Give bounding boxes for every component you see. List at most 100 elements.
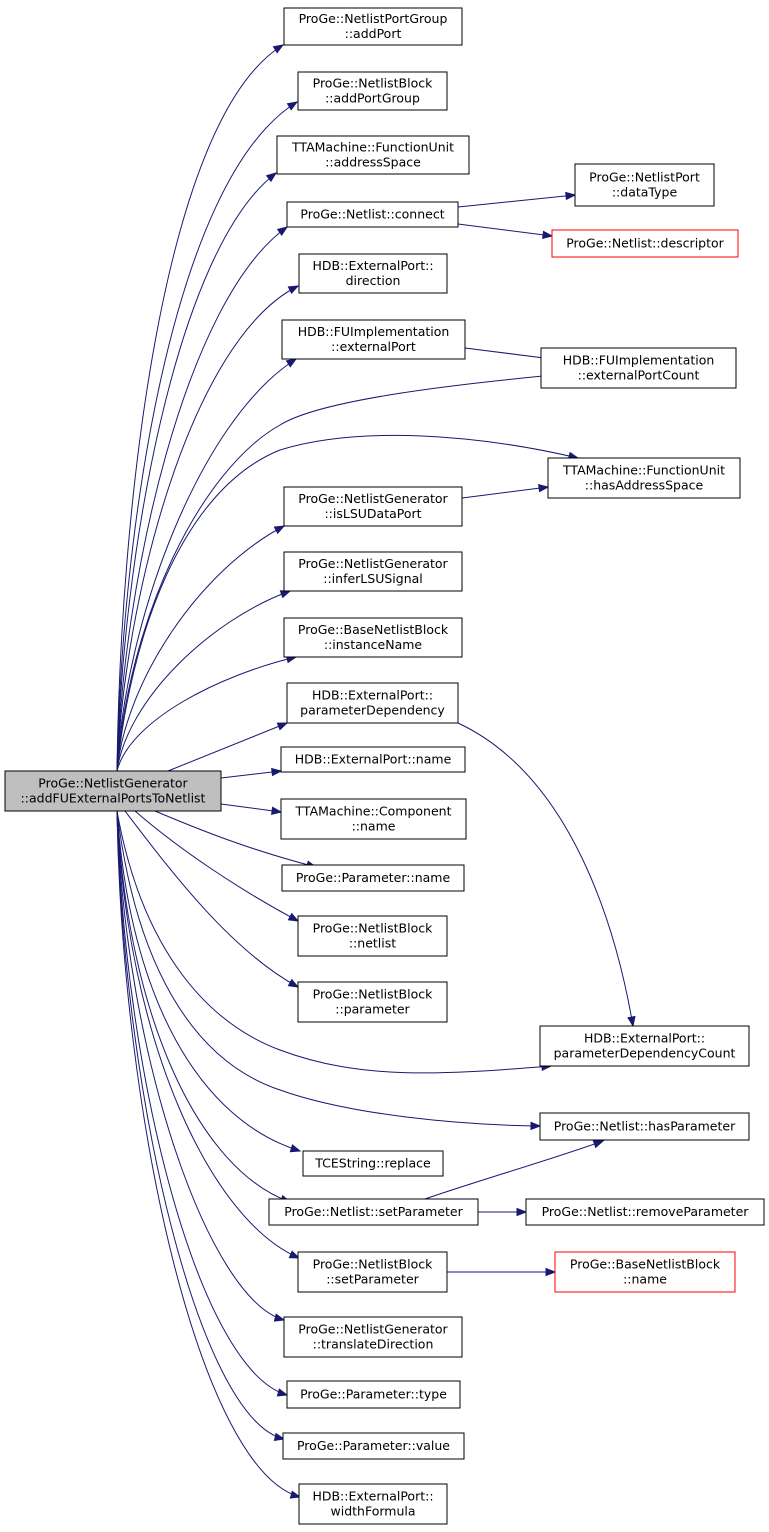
node-label: TTAMachine::Component: [295, 804, 452, 819]
node-proge-netlistblock-setparameter[interactable]: ProGe::NetlistBlock::setParameter: [297, 1251, 448, 1293]
node-label: ProGe::Netlist::descriptor: [566, 236, 724, 251]
edge-line: [220, 803, 282, 813]
arrowhead-icon: [279, 590, 292, 599]
node-proge-basenetlistblock-instancename[interactable]: ProGe::BaseNetlistBlock::instanceName: [283, 617, 463, 658]
node-box[interactable]: [574, 163, 715, 207]
node-box[interactable]: [268, 1198, 479, 1226]
node-box[interactable]: [302, 1150, 444, 1177]
node-box[interactable]: [286, 201, 459, 228]
node-box[interactable]: [525, 1198, 765, 1226]
node-box[interactable]: [297, 915, 448, 957]
node-label: ProGe::BaseNetlistBlock: [570, 1257, 721, 1272]
node-proge-netlistblock-parameter[interactable]: ProGe::NetlistBlock::parameter: [297, 981, 448, 1023]
node-proge-basenetlistblock-name[interactable]: ProGe::BaseNetlistBlock::name: [554, 1251, 736, 1293]
edge-line: [116, 810, 288, 1396]
node-box[interactable]: [540, 347, 737, 389]
node-box[interactable]: [298, 1483, 448, 1525]
edge-line: [116, 590, 291, 772]
arrowhead-icon: [271, 806, 283, 815]
edge-root-to-n6: [116, 358, 298, 772]
arrowhead-icon: [285, 358, 298, 368]
node-box[interactable]: [283, 486, 463, 527]
node-proge-netlist-setparameter[interactable]: ProGe::Netlist::setParameter: [268, 1198, 479, 1226]
node-proge-netlistgenerator-islsudataport[interactable]: ProGe::NetlistGenerator::isLSUDataPort: [283, 486, 463, 527]
node-box[interactable]: [283, 617, 463, 658]
node-hdb-fuimplementation-externalport[interactable]: HDB::FUImplementation::externalPort: [281, 319, 466, 360]
node-hdb-externalport-parameterdependency[interactable]: HDB::ExternalPort::parameterDependency: [286, 682, 459, 724]
edge-n4-to-r2: [457, 223, 554, 239]
arrowhead-icon: [287, 285, 300, 295]
edge-line: [457, 722, 634, 1027]
node-proge-netlistblock-netlist[interactable]: ProGe::NetlistBlock::netlist: [297, 915, 448, 957]
node-proge-netlistgenerator-addfuexternalportstonetlist[interactable]: ProGe::NetlistGenerator::addFUExternalPo…: [4, 770, 222, 812]
node-proge-netlist-descriptor[interactable]: ProGe::Netlist::descriptor: [551, 229, 739, 258]
node-proge-parameter-type[interactable]: ProGe::Parameter::type: [286, 1380, 461, 1409]
node-box[interactable]: [283, 551, 463, 592]
node-hdb-fuimplementation-externalportcount[interactable]: HDB::FUImplementation::externalPortCount: [540, 347, 737, 389]
node-proge-netlist-connect[interactable]: ProGe::Netlist::connect: [286, 201, 459, 228]
node-label: ::externalPort: [331, 339, 416, 354]
node-hdb-externalport-parameterdependencycount[interactable]: HDB::ExternalPort::parameterDependencyCo…: [539, 1025, 750, 1067]
node-box[interactable]: [551, 229, 739, 258]
node-proge-netlistgenerator-inferlsusignal[interactable]: ProGe::NetlistGenerator::inferLSUSignal: [283, 551, 463, 592]
edge-n4-to-r1: [457, 191, 577, 208]
edge-line: [116, 44, 284, 772]
node-box[interactable]: [539, 1025, 750, 1067]
edge-n10-to-r5: [457, 722, 636, 1028]
node-box[interactable]: [286, 1380, 461, 1409]
node-box[interactable]: [297, 71, 448, 111]
node-box[interactable]: [281, 864, 465, 892]
node-proge-parameter-value[interactable]: ProGe::Parameter::value: [282, 1432, 465, 1460]
node-label: TCEString::replace: [314, 1156, 431, 1171]
node-proge-netlist-removeparameter[interactable]: ProGe::Netlist::removeParameter: [525, 1198, 765, 1226]
node-box[interactable]: [297, 1251, 448, 1293]
node-box[interactable]: [276, 135, 470, 175]
edge-line: [167, 722, 288, 772]
edge-line: [116, 358, 297, 772]
node-box[interactable]: [547, 457, 741, 499]
node-proge-netlist-hasparameter[interactable]: ProGe::Netlist::hasParameter: [539, 1112, 750, 1141]
arrowhead-icon: [289, 1490, 302, 1499]
node-hdb-externalport-widthformula[interactable]: HDB::ExternalPort::widthFormula: [298, 1483, 448, 1525]
node-ttamachine-functionunit-hasaddressspace[interactable]: TTAMachine::FunctionUnit::hasAddressSpac…: [547, 457, 741, 499]
node-box[interactable]: [298, 253, 448, 294]
edge-line: [220, 770, 282, 779]
node-tcestring-replace[interactable]: TCEString::replace: [302, 1150, 444, 1177]
edge-line: [124, 810, 299, 988]
edge-line: [116, 810, 291, 1203]
node-proge-netlistport-datatype[interactable]: ProGe::NetlistPort::dataType: [574, 163, 715, 207]
node-label: ::translateDirection: [313, 1337, 434, 1352]
node-hdb-externalport-name[interactable]: HDB::ExternalPort::name: [280, 746, 466, 773]
node-proge-netlistportgroup-addport[interactable]: ProGe::NetlistPortGroup::addPort: [283, 7, 463, 46]
node-proge-parameter-name[interactable]: ProGe::Parameter::name: [281, 864, 465, 892]
edge-root-to-n17: [116, 810, 292, 1203]
node-ttamachine-component-name[interactable]: TTAMachine::Component::name: [280, 798, 467, 840]
node-box[interactable]: [281, 319, 466, 360]
arrowhead-icon: [276, 226, 289, 236]
edge-line: [116, 810, 301, 1498]
node-label: ProGe::NetlistBlock: [313, 1257, 434, 1272]
node-box[interactable]: [554, 1251, 736, 1293]
arrowhead-icon: [545, 1267, 557, 1277]
nodes: ProGe::NetlistGenerator::addFUExternalPo…: [4, 7, 765, 1525]
edge-root-to-n15: [124, 810, 300, 988]
edge-line: [116, 525, 285, 772]
node-box[interactable]: [282, 1432, 465, 1460]
edge-n6-to-r3: [464, 347, 554, 363]
arrowhead-icon: [286, 101, 299, 111]
node-box[interactable]: [286, 682, 459, 724]
arrowhead-icon: [273, 525, 286, 535]
node-hdb-externalport-direction[interactable]: HDB::ExternalPort::direction: [298, 253, 448, 294]
node-label: ::name: [623, 1272, 667, 1287]
node-proge-netlistblock-addportgroup[interactable]: ProGe::NetlistBlock::addPortGroup: [297, 71, 448, 111]
node-box[interactable]: [283, 1316, 463, 1358]
node-box[interactable]: [4, 770, 222, 812]
node-label: ::dataType: [612, 185, 678, 200]
node-box[interactable]: [539, 1112, 750, 1141]
node-ttamachine-functionunit-addressspace[interactable]: TTAMachine::FunctionUnit::addressSpace: [276, 135, 470, 175]
node-proge-netlistgenerator-translatedirection[interactable]: ProGe::NetlistGenerator::translateDirect…: [283, 1316, 463, 1358]
node-box[interactable]: [280, 746, 466, 773]
node-box[interactable]: [297, 981, 448, 1023]
node-box[interactable]: [283, 7, 463, 46]
node-box[interactable]: [280, 798, 467, 840]
